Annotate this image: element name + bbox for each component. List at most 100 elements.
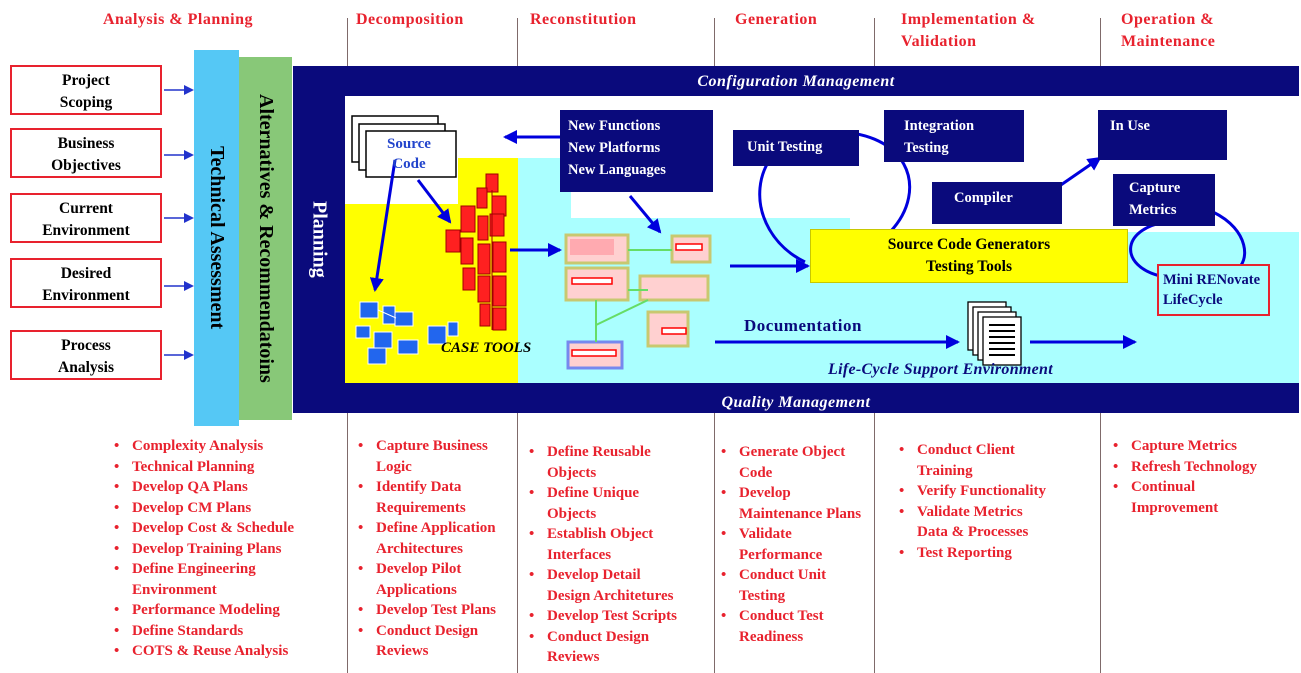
case-tools-objects-icon bbox=[355, 301, 459, 365]
input-arrows bbox=[164, 85, 194, 360]
input-desired-environment: Desired Environment bbox=[10, 258, 162, 308]
list-item-cont: Environment bbox=[132, 581, 217, 598]
input-line: Environment bbox=[42, 222, 130, 239]
list-item: Verify Functionality bbox=[897, 481, 1046, 502]
capture-metrics-box: Capture Metrics bbox=[1113, 174, 1215, 226]
list-item: Define Engineering bbox=[112, 559, 294, 580]
item-cont: Reviews bbox=[547, 649, 600, 665]
item-text: Capture Metrics bbox=[1131, 438, 1237, 454]
item-cont: Applications bbox=[376, 581, 457, 598]
phase-maintenance: Maintenance bbox=[1121, 33, 1216, 50]
arrow-icon bbox=[416, 179, 452, 224]
integration-line: Integration bbox=[904, 118, 975, 134]
item-cont: Design Architetures bbox=[547, 587, 674, 604]
input-current-environment: Current Environment bbox=[10, 193, 162, 243]
input-line: Current bbox=[59, 200, 113, 217]
list-item: Capture Metrics bbox=[1111, 436, 1257, 457]
item-text: Conduct Client bbox=[917, 442, 1015, 458]
new-box-line: New Platforms bbox=[568, 140, 661, 156]
item-cont: Logic bbox=[376, 458, 412, 475]
item-text: Verify Functionality bbox=[917, 483, 1047, 499]
mini-renovate-line: Mini RENovate bbox=[1163, 272, 1261, 288]
input-line: Objectives bbox=[51, 157, 121, 174]
input-line: Desired bbox=[60, 265, 112, 282]
item-text: Continual bbox=[1131, 479, 1196, 495]
mini-renovate-box: Mini RENovate LifeCycle bbox=[1157, 264, 1270, 316]
item-text: Refresh Technology bbox=[1131, 458, 1257, 475]
item-text: Capture Business bbox=[376, 438, 488, 454]
capture-loop-right bbox=[1212, 210, 1247, 272]
item-cont: Requirements bbox=[376, 499, 466, 516]
item-text: Define Reusable bbox=[547, 444, 651, 460]
item-cont: Reviews bbox=[376, 643, 429, 659]
mini-renovate-line: LifeCycle bbox=[1163, 292, 1223, 308]
item-text: Establish Object bbox=[547, 526, 654, 542]
list-item: Refresh Technology bbox=[1111, 457, 1257, 478]
hierarchy-chart-icon bbox=[445, 173, 507, 331]
capture-line: Metrics bbox=[1129, 202, 1177, 218]
item-cont: Maintenance Plans bbox=[739, 505, 862, 522]
generators-line: Testing Tools bbox=[925, 258, 1012, 275]
input-line: Business bbox=[57, 135, 115, 152]
item-text: Develop bbox=[739, 485, 791, 501]
phase-implementation: Implementation & bbox=[901, 11, 1036, 28]
technical-assessment-label: Technical Assessment bbox=[206, 146, 228, 330]
integration-line: Testing bbox=[904, 140, 949, 156]
item-text: Generate Object bbox=[739, 444, 846, 460]
quality-management-label: Quality Management bbox=[721, 394, 871, 411]
phase-validation: Validation bbox=[901, 33, 977, 50]
list-item: Develop CM Plans bbox=[112, 498, 294, 519]
item-cont: Objects bbox=[547, 464, 597, 481]
item-text: Conduct Design bbox=[547, 628, 650, 645]
item-text: Conduct Test bbox=[739, 608, 824, 624]
input-line: Environment bbox=[42, 287, 130, 304]
configuration-management-label: Configuration Management bbox=[697, 73, 895, 90]
source-code-generators-box: Source Code Generators Testing Tools bbox=[810, 229, 1128, 283]
item-text: Develop Detail bbox=[547, 567, 641, 583]
source-code-label: Source Code bbox=[372, 134, 446, 174]
source-code-pages-icon bbox=[351, 115, 457, 178]
phase-decomposition: Decomposition bbox=[356, 11, 464, 28]
alternatives-label: Alternatives & Recommendatoins bbox=[255, 94, 277, 383]
input-process-analysis: Process Analysis bbox=[10, 330, 162, 380]
source-code-line: Source bbox=[387, 136, 431, 152]
new-box-line: New Languages bbox=[568, 162, 666, 178]
list-item: Develop QA Plans bbox=[112, 477, 294, 498]
item-cont: Readiness bbox=[739, 628, 804, 645]
unit-testing-box: Unit Testing bbox=[733, 130, 859, 166]
item-text: Validate Metrics bbox=[917, 503, 1023, 520]
item-text: Define Application bbox=[376, 520, 496, 536]
documentation-label: Documentation bbox=[744, 316, 862, 335]
lifecycle-env-label: Life-Cycle Support Environment bbox=[828, 361, 1053, 378]
item-cont: Performance bbox=[739, 546, 823, 563]
in-use-box: In Use bbox=[1098, 110, 1227, 160]
input-line: Scoping bbox=[59, 94, 113, 111]
generators-line: Source Code Generators bbox=[887, 236, 1051, 253]
list-item: Performance Modeling bbox=[112, 600, 294, 621]
item-text: Develop Pilot bbox=[376, 561, 462, 577]
item-cont: Data & Processes bbox=[917, 524, 1029, 540]
analysis-activities: Complexity Analysis Technical Planning D… bbox=[112, 436, 294, 662]
capture-line: Capture bbox=[1129, 180, 1181, 196]
item-text: Test Reporting bbox=[917, 544, 1012, 561]
list-item: COTS & Reuse Analysis bbox=[112, 641, 294, 662]
list-item: Develop Cost & Schedule bbox=[112, 518, 294, 539]
integration-testing-box: Integration Testing bbox=[884, 110, 1024, 162]
